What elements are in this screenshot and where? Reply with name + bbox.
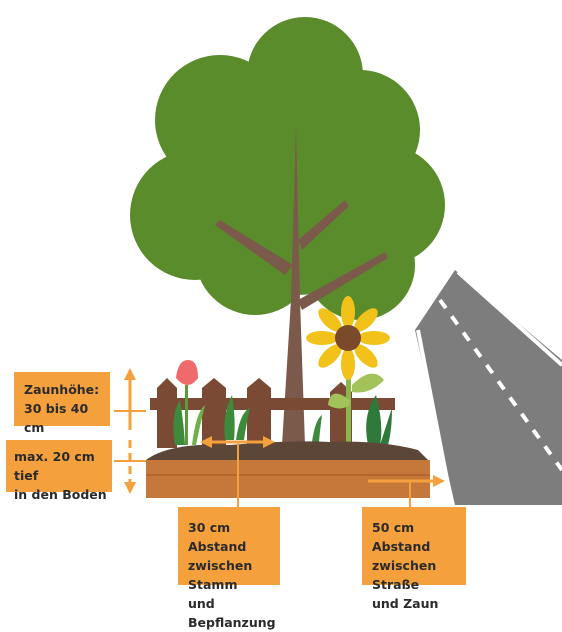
depth-arrow (114, 440, 146, 494)
trunk-distance-label: 30 cm Abstand zwischen Stamm und Bepflan… (178, 507, 280, 630)
road-center-dashes (438, 298, 562, 472)
tree-trunk (215, 125, 388, 445)
street-distance-label: 50 cm Abstand zwischen Straße und Zaun (362, 507, 466, 611)
road-edge-line-left (416, 329, 454, 506)
depth-label: max. 20 cm tief in den Boden (6, 440, 112, 502)
fence-height-arrow (114, 368, 146, 430)
road-edge-line-right (456, 270, 562, 367)
leafy-plant (366, 395, 392, 445)
tulip (173, 360, 205, 445)
tree-foliage (130, 17, 445, 320)
trunk-distance-arrow (200, 436, 275, 507)
fence-height-label: Zaunhöhe: 30 bis 40 cm (14, 372, 110, 435)
road (415, 270, 562, 506)
sunflower (306, 296, 390, 445)
grass-tuft (224, 395, 322, 442)
street-distance-arrow (368, 475, 445, 507)
soil-bed (146, 441, 430, 498)
road-surface (415, 270, 562, 505)
garden-fence-diagram (114, 17, 562, 507)
